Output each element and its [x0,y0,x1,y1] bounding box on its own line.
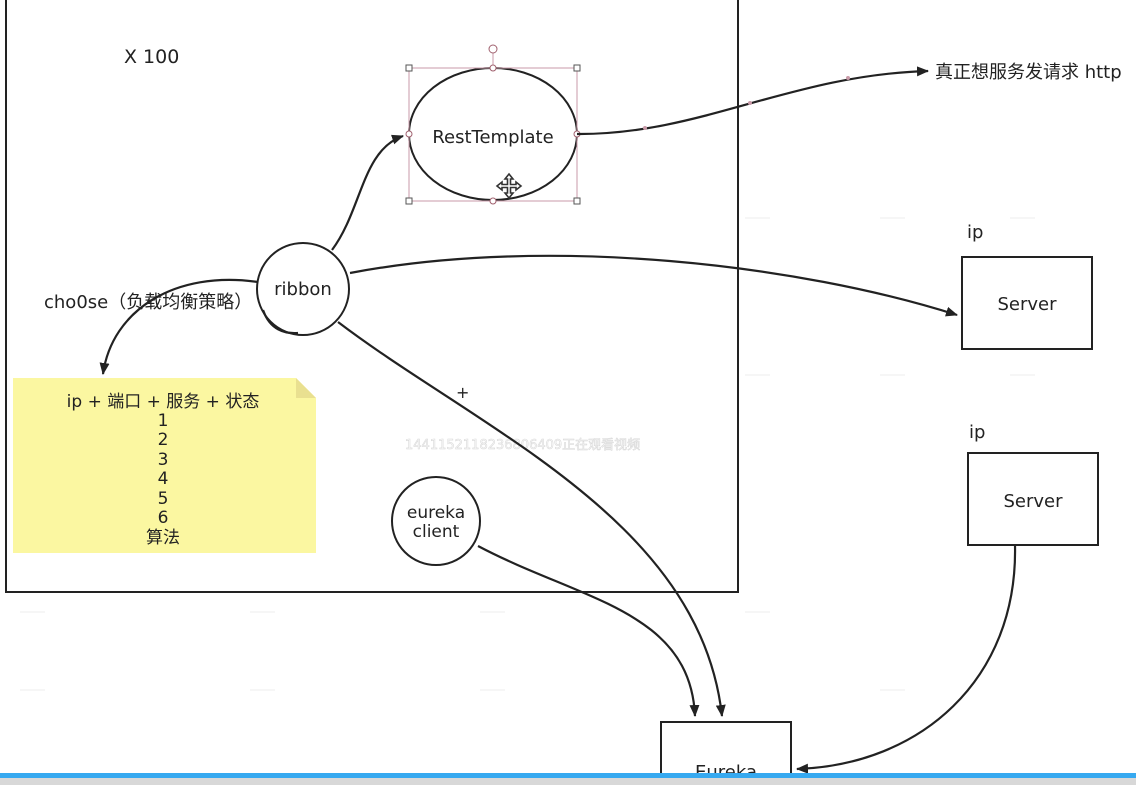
arrow-ribbon-to-resttemplate[interactable] [331,134,404,251]
multiplier-label: X 100 [124,46,179,68]
ribbon-node[interactable] [256,242,350,336]
arrow-server-2-to-eureka[interactable] [796,544,1017,774]
rest-template-label: RestTemplate [432,127,553,148]
real-request-label: 真正想服务发请求 http [935,62,1122,83]
server-label-2: Server [1003,491,1063,512]
note-line: 4 [158,469,169,489]
video-progress-bar[interactable] [0,773,1136,778]
server-box-2[interactable] [967,452,1099,546]
arrow-ribbon-to-server-1[interactable] [349,254,958,317]
server-label-1: Server [997,294,1057,315]
arrow-resttemplate-to-http[interactable] [576,66,929,136]
ip-label-2: ip [969,422,985,443]
note-line: 5 [158,489,169,509]
eureka-client-label-line2: client [413,522,460,542]
move-cursor-icon [495,172,523,200]
watermark-text: 1441152118236806409正在观看视频 [405,437,640,453]
note-line: 1 [158,411,169,431]
note-line: 算法 [146,528,180,548]
note-line: 6 [158,508,169,528]
server-box-1[interactable] [961,256,1093,350]
background-grid [20,217,1035,691]
bottom-strip [0,778,1136,785]
eureka-client-node[interactable] [391,476,481,566]
connectors [99,66,1017,774]
note-line: 2 [158,430,169,450]
arrow-choose-to-note[interactable] [99,278,259,375]
connector-markers [643,76,850,130]
note-text: ip + 端口 + 服务 + 状态 1 2 3 4 5 6 算法 [67,392,260,548]
arrow-ribbon-to-eureka[interactable] [337,321,726,717]
sticky-note[interactable] [13,378,316,553]
eureka-client-label-line1: eureka [407,503,465,523]
ip-label-1: ip [967,222,983,243]
service-container-box[interactable] [5,0,739,593]
curve-choose-lower[interactable] [261,309,299,335]
note-line: 3 [158,450,169,470]
plus-mark: + [456,383,469,402]
note-line: ip + 端口 + 服务 + 状态 [67,392,260,412]
arrow-eureka-client-to-eureka[interactable] [477,545,700,717]
ribbon-label: ribbon [274,279,332,300]
